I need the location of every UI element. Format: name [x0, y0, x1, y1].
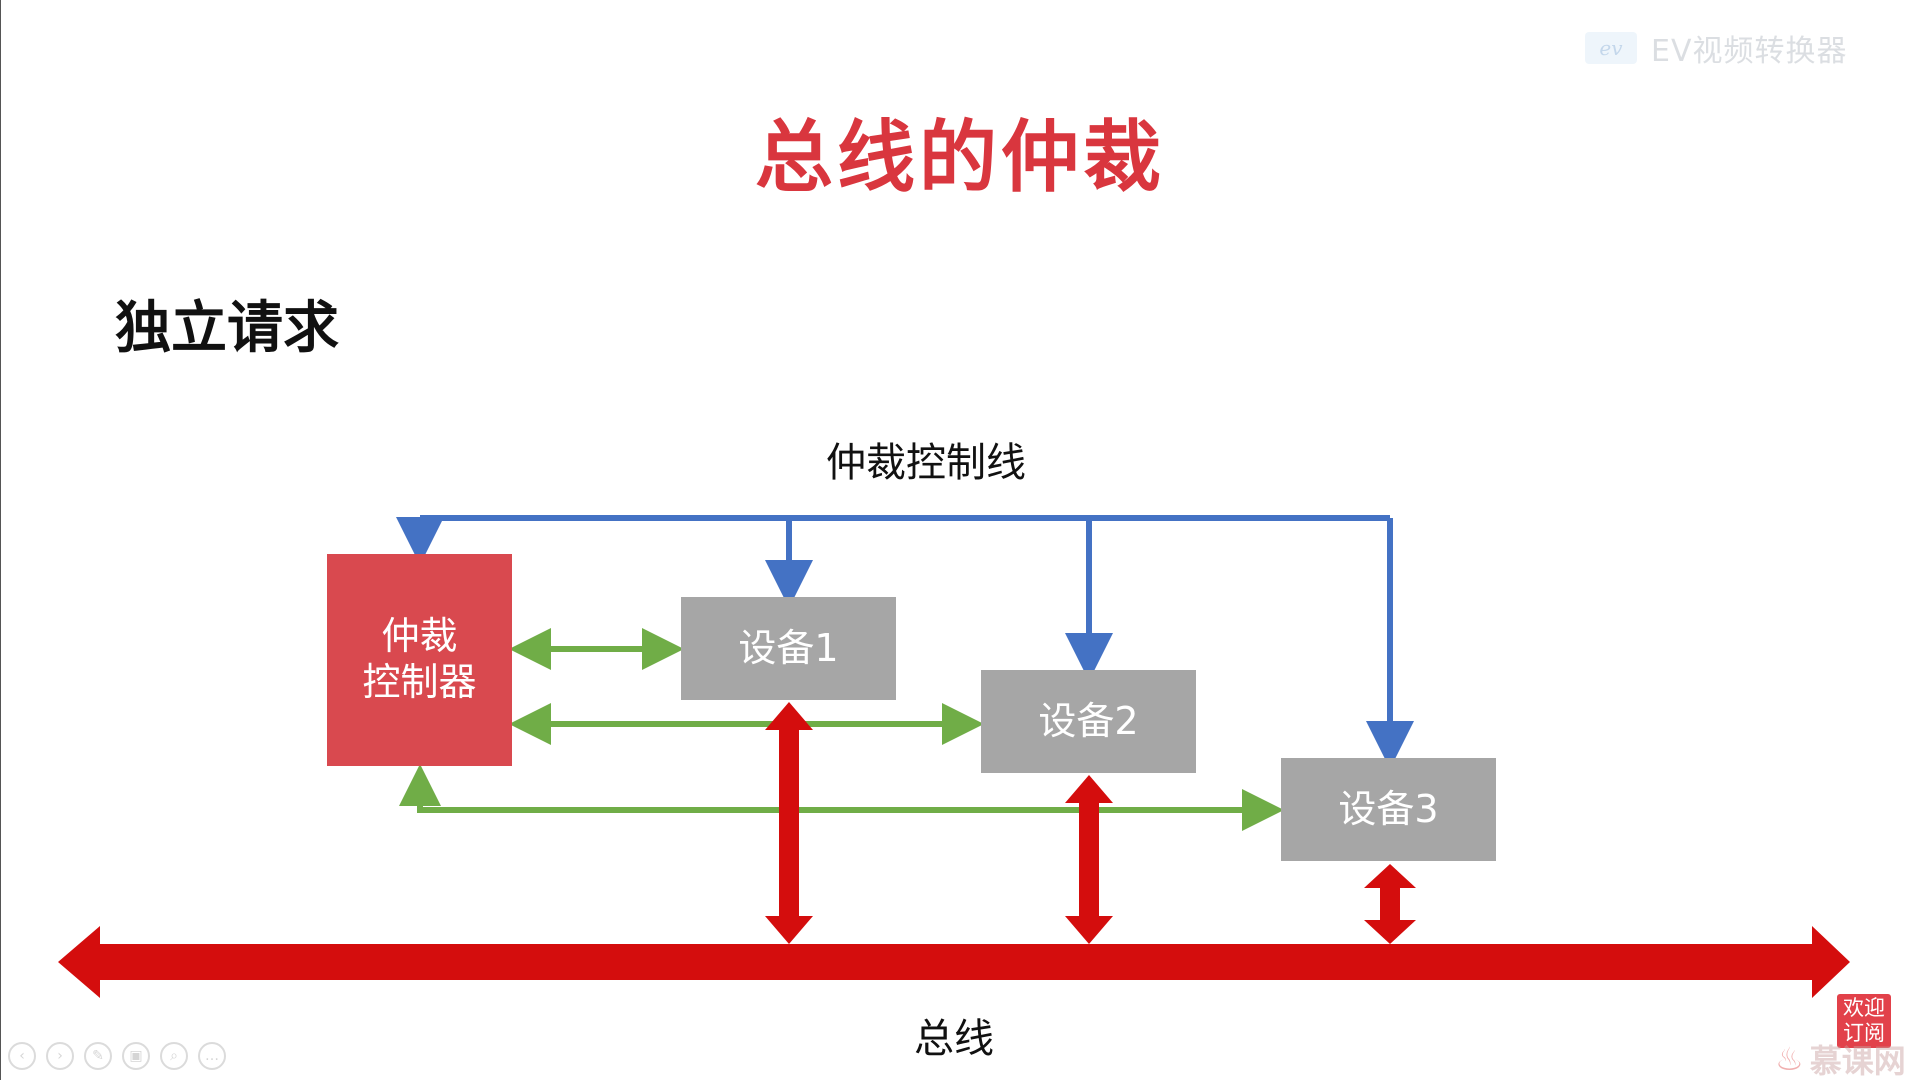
more-icon[interactable]: …	[198, 1042, 226, 1070]
request-grant-lines	[399, 628, 1284, 831]
device-2-box: 设备2	[981, 670, 1196, 773]
zoom-icon[interactable]: ⌕	[160, 1042, 188, 1070]
stamp-line2: 订阅	[1843, 1021, 1885, 1045]
bus-link-device3	[1364, 864, 1416, 944]
arbiter-label-line2: 控制器	[362, 660, 477, 704]
copy-icon[interactable]: ▣	[122, 1042, 150, 1070]
slide-player-toolbar: ‹ › ✎ ▣ ⌕ …	[8, 1042, 226, 1070]
frame-left-border	[0, 0, 1, 1080]
request-line-device3	[399, 764, 1284, 831]
watermark-text: EV视频转换器	[1651, 34, 1848, 69]
system-bus	[58, 926, 1850, 998]
arbiter-label-line1: 仲裁	[381, 614, 458, 659]
slide-subtitle: 独立请求	[115, 296, 339, 361]
bus-link-device1	[765, 702, 813, 944]
bus-connections	[765, 702, 1416, 944]
device-3-box: 设备3	[1281, 758, 1496, 861]
site-brand: ♨ 慕课网	[1775, 1036, 1906, 1082]
device-1-box: 设备1	[681, 597, 896, 700]
arbiter-box: 仲裁 控制器	[327, 554, 512, 766]
arbitration-control-line	[396, 515, 1414, 769]
subscribe-stamp[interactable]: 欢迎 订阅	[1837, 994, 1891, 1048]
control-line-label: 仲裁控制线	[826, 440, 1026, 486]
pen-icon[interactable]: ✎	[84, 1042, 112, 1070]
next-icon[interactable]: ›	[46, 1042, 74, 1070]
flame-icon: ♨	[1775, 1040, 1804, 1078]
watermark-logo: ev	[1585, 32, 1637, 64]
bus-link-device2	[1065, 775, 1113, 944]
prev-icon[interactable]: ‹	[8, 1042, 36, 1070]
stamp-line1: 欢迎	[1843, 996, 1885, 1020]
site-name: 慕课网	[1809, 1042, 1906, 1080]
slide-title: 总线的仲裁	[754, 113, 1165, 203]
bus-bar	[58, 926, 1850, 998]
watermark: ev EV视频转换器	[1585, 26, 1847, 70]
bus-label: 总线	[914, 1016, 994, 1062]
